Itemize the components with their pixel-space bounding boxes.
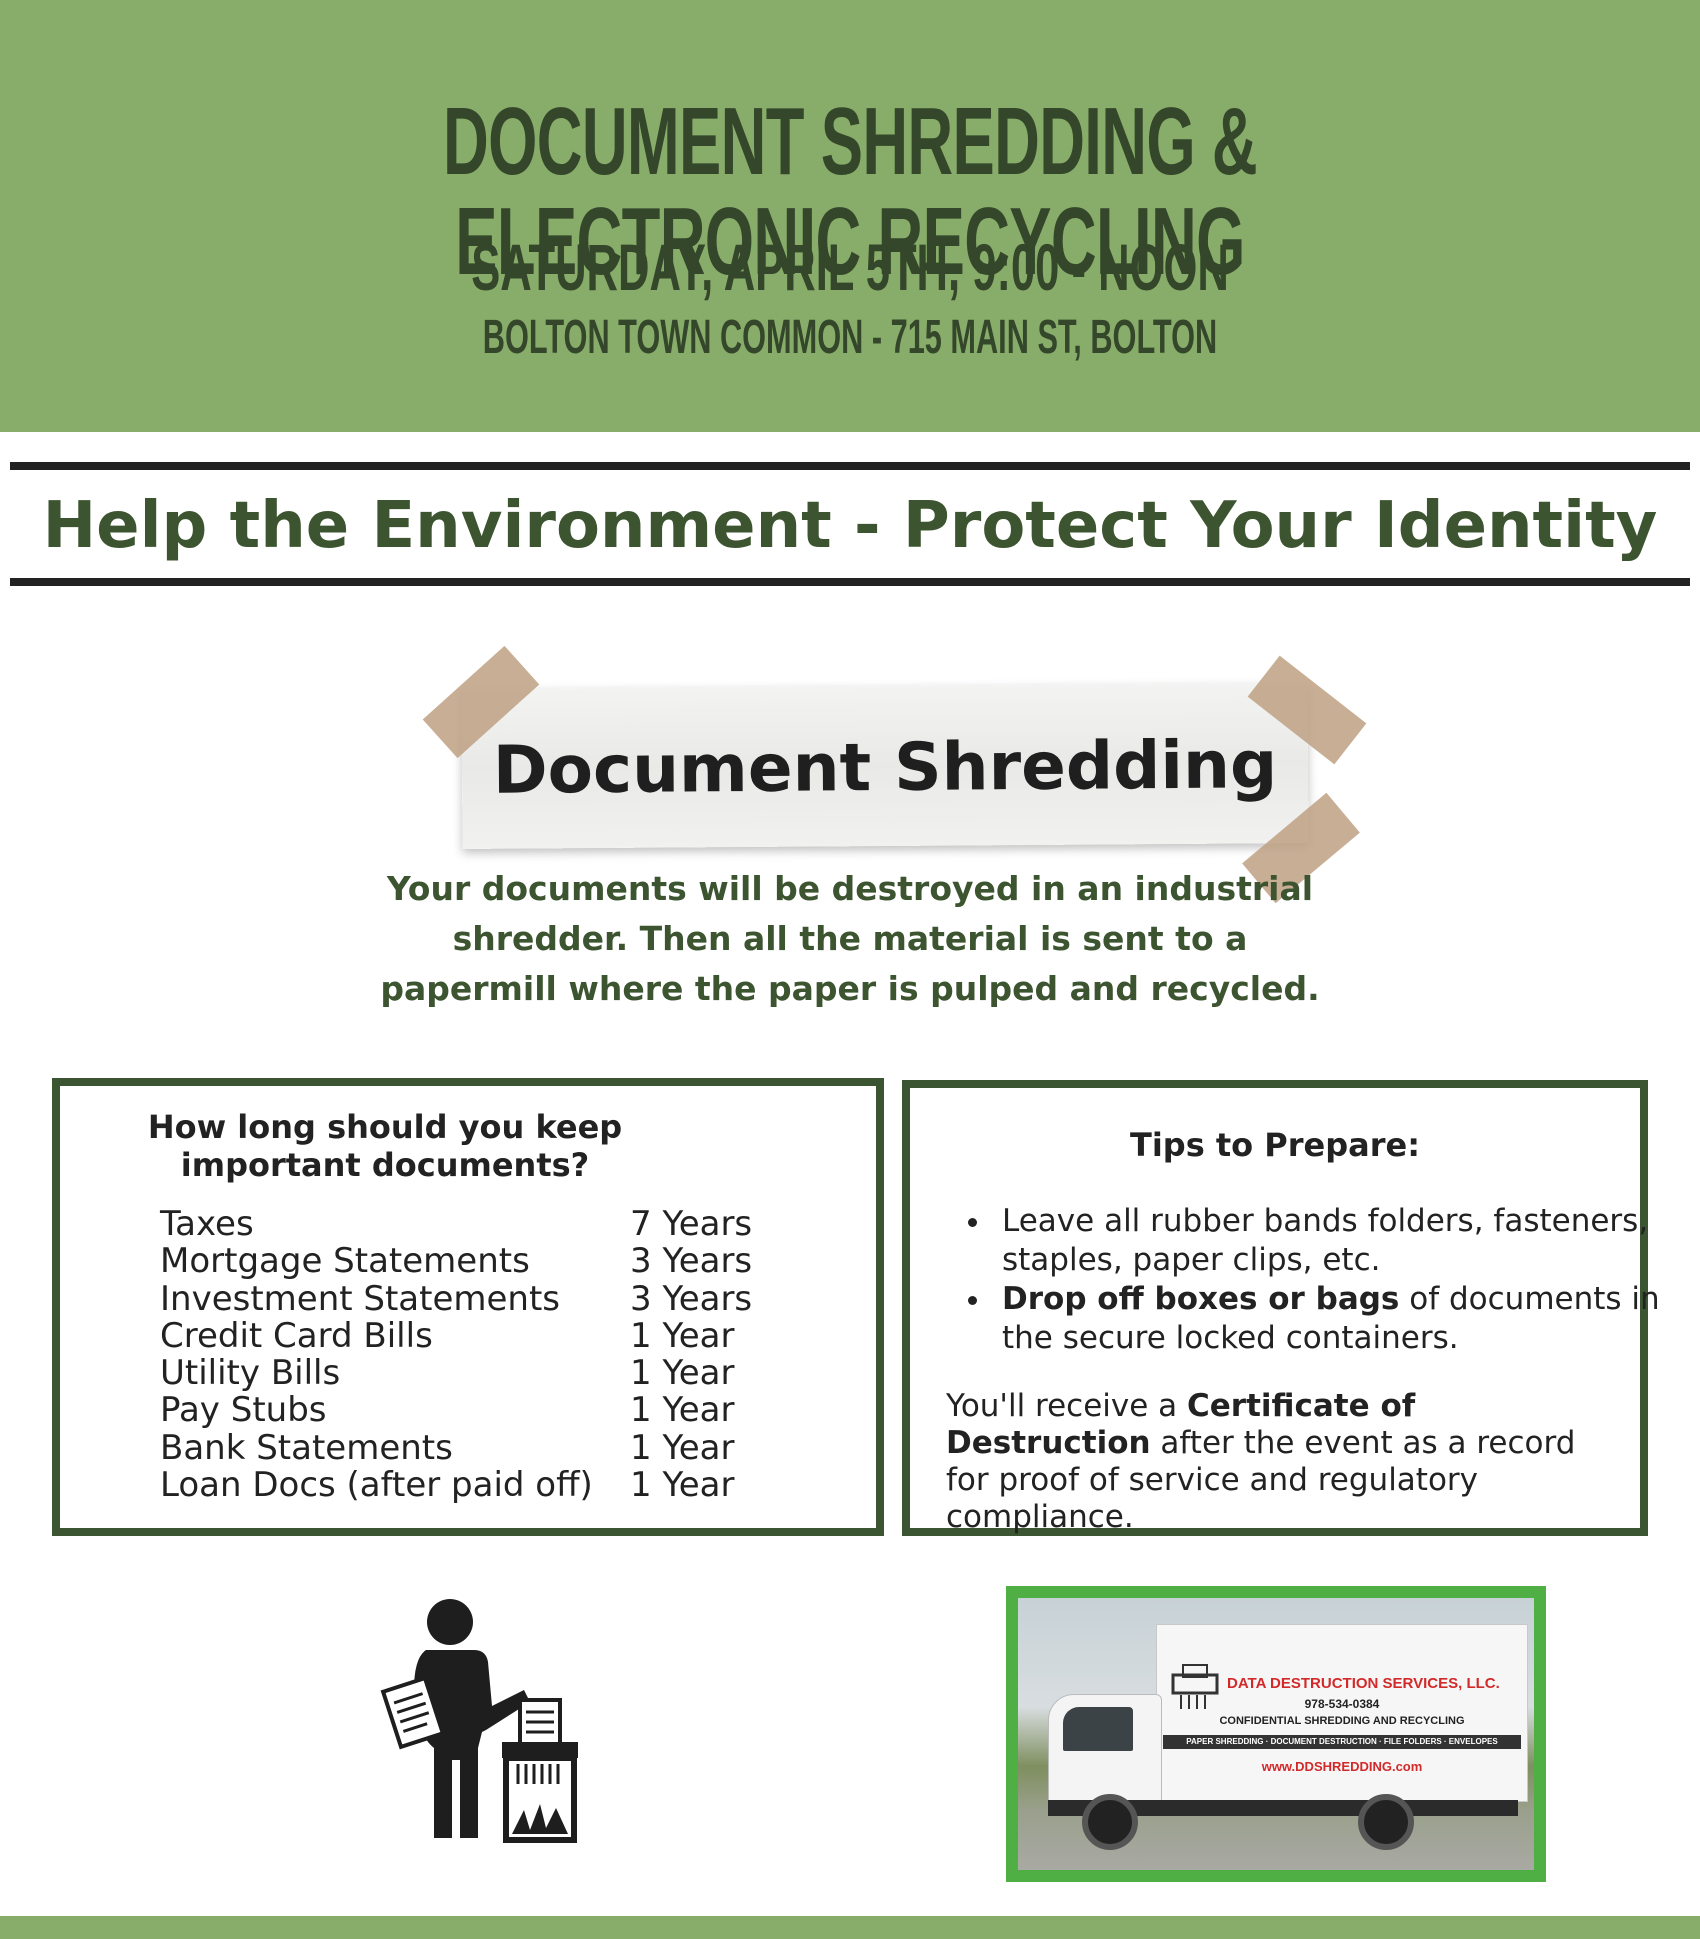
- bottom-divider: [10, 578, 1690, 586]
- header-banner: DOCUMENT SHREDDING & ELECTRONIC RECYCLIN…: [0, 0, 1700, 432]
- truck-photo-frame: DATA DESTRUCTION SERVICES, LLC. 978-534-…: [1006, 1586, 1546, 1882]
- retention-period: 3 Years: [630, 1278, 753, 1319]
- cert-text: after the event as a record for proof of…: [946, 1425, 1576, 1535]
- event-date: SATURDAY, APRIL 5TH, 9:00 - NOON: [471, 230, 1229, 304]
- doc-type: Loan Docs (after paid off): [160, 1465, 593, 1506]
- list-item: Pay Stubs 1 Year: [160, 1392, 800, 1429]
- doc-type: Mortgage Statements: [160, 1241, 530, 1282]
- retention-period: 1 Year: [630, 1427, 735, 1468]
- list-item: Bank Statements 1 Year: [160, 1427, 800, 1468]
- doc-type: Pay Stubs: [160, 1390, 327, 1431]
- cert-bold-text: Certificate of Destruction: [946, 1388, 1416, 1461]
- retention-period: 3 Years: [630, 1241, 753, 1282]
- tip-item: Leave all rubber bands folders, fastener…: [968, 1202, 1692, 1280]
- doc-type: Utility Bills: [160, 1353, 341, 1394]
- tip-bold-text: Drop off boxes or bags: [1002, 1281, 1400, 1317]
- certificate-note: You'll receive a Certificate of Destruct…: [946, 1388, 1626, 1536]
- tip-item: Drop off boxes or bags of documents in t…: [968, 1280, 1692, 1358]
- truck-company: DATA DESTRUCTION SERVICES, LLC.: [1227, 1675, 1500, 1692]
- list-item: Credit Card Bills 1 Year: [160, 1315, 800, 1356]
- event-location: BOLTON TOWN COMMON - 715 MAIN ST, BOLTON: [482, 311, 1218, 364]
- cert-text: You'll receive a: [946, 1388, 1188, 1424]
- doc-type: Investment Statements: [160, 1278, 561, 1319]
- shredding-title: Document Shredding: [492, 726, 1278, 809]
- tip-text: of documents in the secure locked contai…: [1002, 1281, 1660, 1356]
- doc-type: Taxes: [160, 1204, 254, 1244]
- list-item: Loan Docs (after paid off) 1 Year: [160, 1467, 800, 1504]
- retention-period: 1 Year: [630, 1353, 735, 1394]
- truck-website: www.DDSHREDDING.com: [1261, 1759, 1423, 1774]
- list-item: Taxes 7 Years: [160, 1206, 800, 1243]
- truck-phone: 978-534-0384: [1304, 1697, 1380, 1711]
- list-item: Mortgage Statements 3 Years: [160, 1243, 800, 1280]
- truck-cab: [1048, 1694, 1162, 1804]
- truck-service: CONFIDENTIAL SHREDDING AND RECYCLING: [1219, 1715, 1465, 1727]
- retention-box: How long should you keep important docum…: [52, 1078, 884, 1536]
- shredder-logo-icon: [1171, 1664, 1219, 1709]
- event-title: DOCUMENT SHREDDING & ELECTRONIC RECYCLIN…: [442, 88, 1258, 295]
- list-item: Utility Bills 1 Year: [160, 1355, 800, 1392]
- doc-type: Credit Card Bills: [160, 1315, 433, 1356]
- footer-bar: [0, 1916, 1700, 1939]
- tips-heading: Tips to Prepare:: [1129, 1126, 1421, 1164]
- tagline: Help the Environment - Protect Your Iden…: [42, 489, 1658, 563]
- truck-wheel: [1358, 1794, 1414, 1850]
- tip-text: Leave all rubber bands folders, fastener…: [1002, 1203, 1649, 1278]
- list-item: Investment Statements 3 Years: [160, 1278, 800, 1319]
- retention-period: 1 Year: [630, 1315, 735, 1356]
- truck-services-list: PAPER SHREDDING · DOCUMENT DESTRUCTION ·…: [1163, 1735, 1521, 1749]
- person-shredding-icon: [374, 1598, 594, 1844]
- retention-heading: How long should you keep important docum…: [147, 1108, 623, 1184]
- truck-wheel: [1082, 1794, 1138, 1850]
- retention-period: 1 Year: [630, 1465, 735, 1506]
- retention-period: 1 Year: [630, 1390, 735, 1431]
- truck-cargo-box: DATA DESTRUCTION SERVICES, LLC. 978-534-…: [1156, 1624, 1528, 1802]
- shredding-truck-photo: DATA DESTRUCTION SERVICES, LLC. 978-534-…: [1018, 1598, 1534, 1870]
- tips-box: Tips to Prepare: Leave all rubber bands …: [902, 1080, 1660, 1536]
- shredding-banner: Document Shredding: [461, 683, 1309, 849]
- top-divider: [10, 462, 1690, 470]
- retention-period: 7 Years: [630, 1204, 753, 1244]
- doc-type: Bank Statements: [160, 1427, 453, 1468]
- shredding-description: Your documents will be destroyed in an i…: [380, 869, 1320, 1008]
- tips-list: Leave all rubber bands folders, fastener…: [946, 1202, 1692, 1358]
